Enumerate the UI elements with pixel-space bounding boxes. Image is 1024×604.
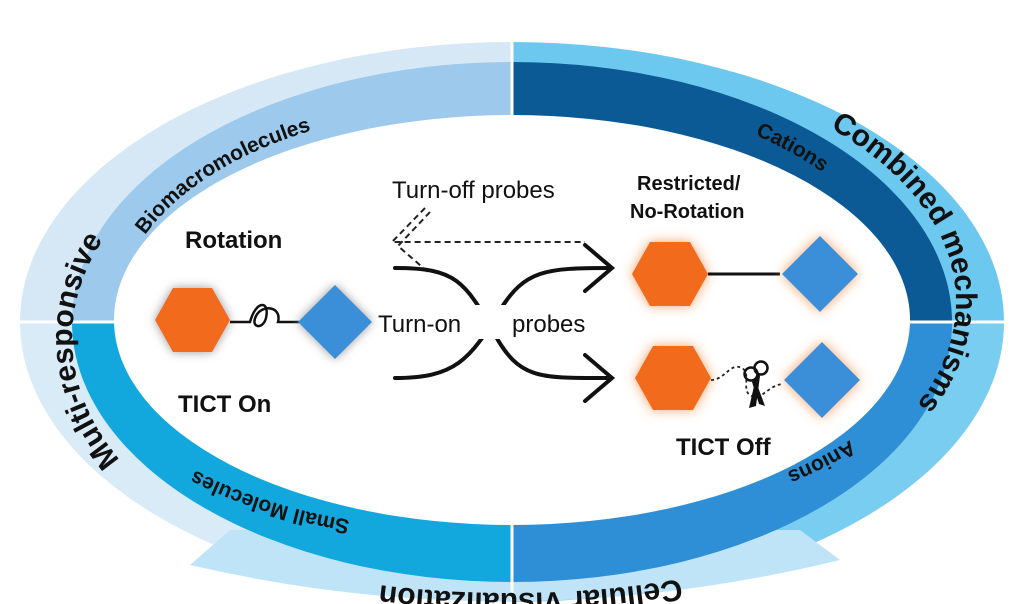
restricted-title-line2: No-Rotation — [630, 201, 744, 223]
diamond-right-bottom — [784, 342, 860, 418]
ring-separators — [20, 40, 1004, 600]
turn-on-label-a: Turn-on — [378, 311, 461, 338]
diamond-left — [298, 285, 372, 359]
turn-off-label: Turn-off probes — [392, 177, 555, 204]
diamond-right-top — [782, 236, 858, 312]
turn-off-dashed-arrows — [389, 207, 585, 273]
rotation-coil — [230, 303, 300, 328]
hexagon-right-bottom — [635, 346, 711, 410]
rotation-title: Rotation — [185, 227, 282, 254]
restricted-title-line1: Restricted/ — [637, 173, 741, 195]
turn-on-label-bg — [380, 305, 596, 339]
tict-off-caption: TICT Off — [676, 434, 772, 461]
turn-on-label-b: probes — [512, 311, 585, 338]
tict-on-caption: TICT On — [178, 391, 271, 418]
scissors-icon — [743, 360, 769, 408]
cut-coil — [710, 365, 783, 398]
hexagon-left — [155, 288, 230, 352]
hexagon-right-top — [632, 242, 708, 306]
